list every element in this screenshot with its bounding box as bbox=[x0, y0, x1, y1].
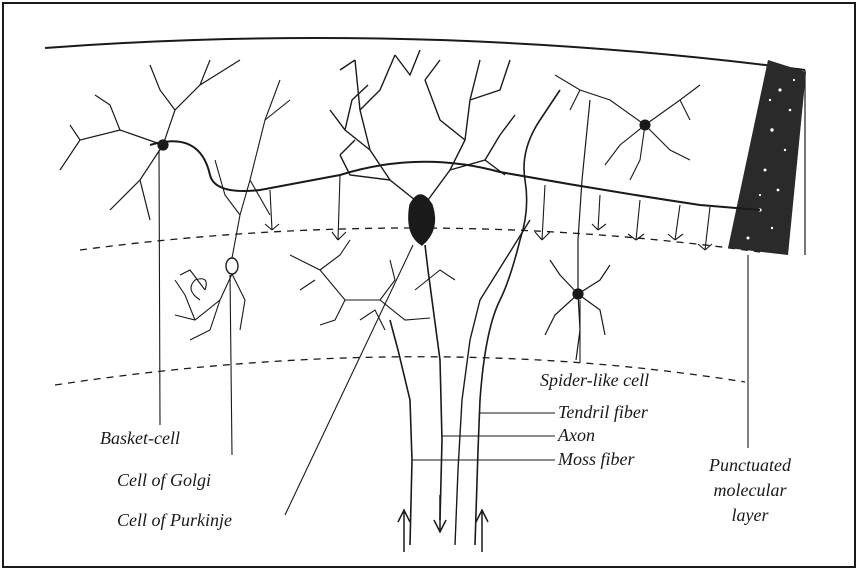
arrow-up-left bbox=[398, 510, 410, 552]
stellate-cell-upper-figure bbox=[555, 75, 700, 180]
leader-basket-cell bbox=[159, 150, 160, 425]
label-punctuated-molecular-layer: Punctuated molecular layer bbox=[695, 453, 805, 528]
basket-cell-figure bbox=[60, 60, 240, 220]
golgi-cell-figure bbox=[175, 80, 290, 340]
leader-golgi bbox=[230, 275, 232, 455]
axon-fiber bbox=[425, 245, 442, 520]
purkinje-cell-figure bbox=[330, 50, 515, 245]
punctuated-molecular-band bbox=[728, 60, 806, 255]
label-moss-fiber: Moss fiber bbox=[558, 449, 635, 470]
golgi-cell-body bbox=[226, 258, 238, 274]
label-axon: Axon bbox=[558, 425, 595, 446]
label-cell-of-golgi: Cell of Golgi bbox=[117, 470, 211, 491]
label-spider-like-cell: Spider-like cell bbox=[540, 370, 649, 391]
arrow-up-right bbox=[476, 510, 488, 552]
label-tendril-fiber: Tendril fiber bbox=[558, 402, 648, 423]
leader-purkinje bbox=[285, 245, 413, 515]
leader-lines bbox=[159, 150, 748, 515]
label-basket-cell: Basket-cell bbox=[100, 428, 180, 449]
label-punctuated-line2: molecular bbox=[695, 478, 805, 503]
parallel-fiber bbox=[150, 141, 760, 210]
label-cell-of-purkinje: Cell of Purkinje bbox=[117, 510, 232, 531]
tendril-fiber bbox=[475, 90, 560, 545]
moss-fiber-inner bbox=[455, 220, 530, 545]
label-punctuated-line3: layer bbox=[695, 503, 805, 528]
label-punctuated-line1: Punctuated bbox=[695, 453, 805, 478]
spider-like-cell-figure bbox=[545, 100, 610, 360]
arrow-down-middle bbox=[434, 495, 446, 532]
parallel-fiber-tufts bbox=[265, 175, 712, 250]
cortex-surface-arc bbox=[45, 38, 805, 70]
purkinje-cell-body bbox=[409, 195, 435, 245]
moss-fiber bbox=[390, 320, 412, 545]
